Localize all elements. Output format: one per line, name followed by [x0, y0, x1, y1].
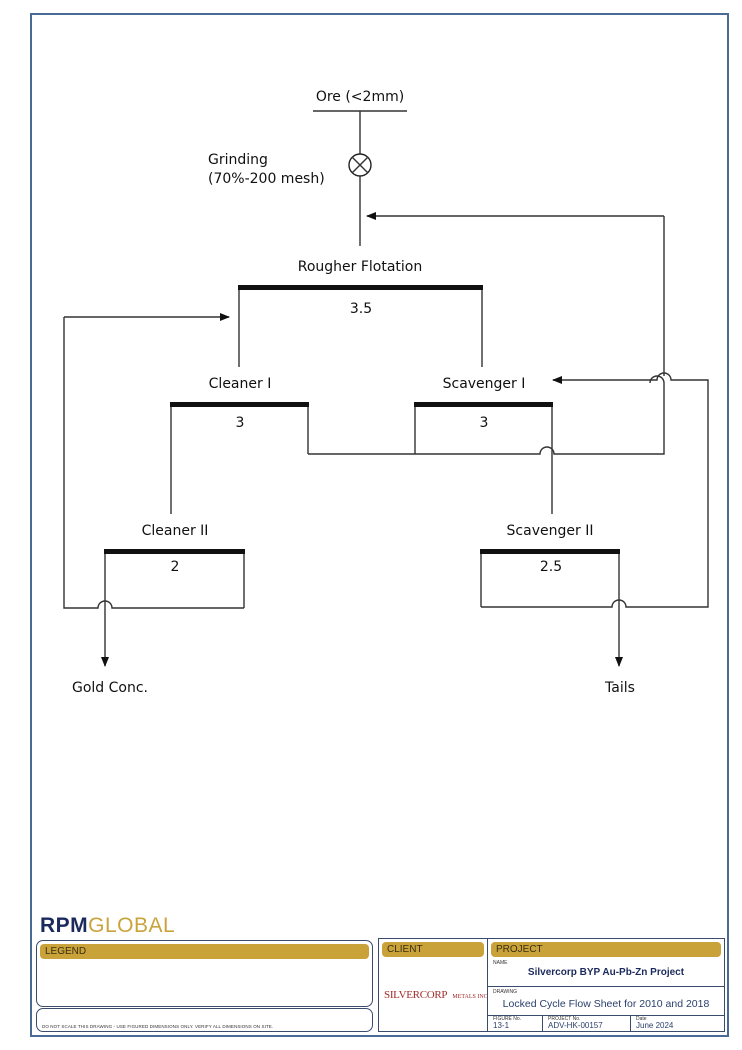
project-no-label: PROJECT No. — [548, 1016, 581, 1022]
rougher-value: 3.5 — [350, 301, 372, 317]
scavenger2-recycle-line — [481, 372, 709, 608]
rpm-global-logo: RPMGLOBAL — [40, 914, 175, 938]
logo-global: GLOBAL — [88, 914, 176, 937]
scavenger2-value: 2.5 — [540, 559, 562, 575]
tails-label: Tails — [604, 680, 635, 696]
rougher-cell-top — [238, 285, 483, 290]
legend-header: LEGEND — [40, 944, 369, 959]
cleaner1-label: Cleaner I — [209, 376, 272, 392]
cleaner2-recycle-line — [63, 317, 244, 609]
client-name: SILVERCORP — [384, 989, 448, 1001]
client-box: CLIENT SILVERCORP METALS INC. — [378, 938, 489, 1032]
date-label: Date — [636, 1016, 647, 1022]
cleaner1-value: 3 — [236, 415, 245, 431]
scavenger2-cell-top — [480, 549, 620, 554]
grinding-spec-label: (70%-200 mesh) — [208, 171, 325, 187]
grinding-mill-icon — [348, 153, 372, 177]
scavenger1-label: Scavenger I — [443, 376, 526, 392]
scavenger1-value: 3 — [480, 415, 489, 431]
scavenger1-cell-top — [414, 402, 553, 407]
cleaner2-value: 2 — [171, 559, 180, 575]
figure-cell: FIGURE No. 13-1 — [488, 1016, 543, 1031]
cleaner1-cell-top — [170, 402, 309, 407]
project-name-row: NAME Silvercorp BYP Au-Pb-Zn Project — [488, 958, 724, 987]
project-no-cell: PROJECT No. ADV-HK-00157 — [543, 1016, 631, 1031]
feed-label: Ore (<2mm) — [316, 89, 404, 105]
drawing-frame — [30, 13, 729, 1037]
grinding-label: Grinding — [208, 152, 268, 168]
cleaner2-cell-top — [104, 549, 245, 554]
figure-label: FIGURE No. — [493, 1016, 522, 1022]
figure-number: 13-1 — [493, 1021, 510, 1030]
drawing-title: Locked Cycle Flow Sheet for 2010 and 201… — [502, 998, 710, 1010]
gold-conc-label: Gold Conc. — [72, 680, 148, 696]
date-value: June 2024 — [636, 1021, 674, 1030]
logo-rpm: RPM — [40, 914, 89, 937]
project-box: PROJECT NAME Silvercorp BYP Au-Pb-Zn Pro… — [487, 938, 725, 1032]
rougher-label: Rougher Flotation — [298, 259, 423, 275]
cleaner1-scav1-recycle-line — [308, 375, 665, 455]
project-name-label: NAME — [493, 960, 508, 966]
disclaimer-box: DO NOT SCALE THIS DRAWING - USE FIGURED … — [36, 1008, 373, 1032]
project-name: Silvercorp BYP Au-Pb-Zn Project — [527, 967, 685, 978]
date-cell: Date June 2024 — [631, 1016, 723, 1031]
disclaimer-text: DO NOT SCALE THIS DRAWING - USE FIGURED … — [42, 1024, 274, 1029]
scavenger2-label: Scavenger II — [507, 523, 594, 539]
project-number: ADV-HK-00157 — [548, 1021, 603, 1030]
drawing-row: DRAWING Locked Cycle Flow Sheet for 2010… — [488, 987, 724, 1016]
client-name-sub: METALS INC. — [452, 994, 490, 1000]
project-header: PROJECT — [491, 942, 721, 957]
legend-box: LEGEND — [36, 940, 373, 1007]
silvercorp-logo: SILVERCORP METALS INC. — [384, 983, 489, 1002]
cleaner2-label: Cleaner II — [142, 523, 209, 539]
flow-sheet-diagram: Ore (<2mm) Grinding (70%-200 mesh) Rough… — [63, 89, 709, 696]
drawing-label: DRAWING — [493, 989, 517, 995]
client-header: CLIENT — [382, 942, 484, 957]
